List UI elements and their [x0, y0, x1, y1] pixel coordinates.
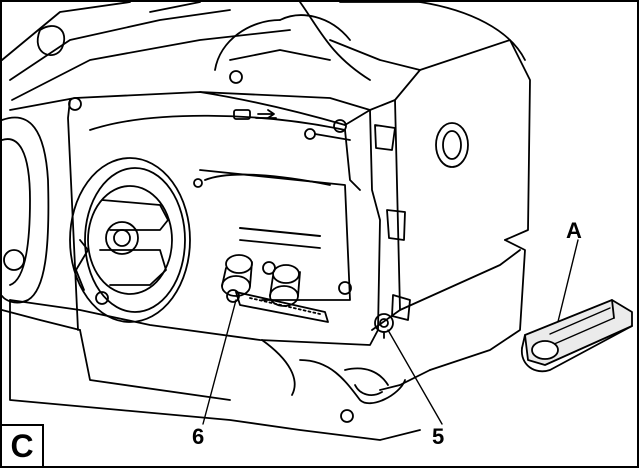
left-housing: [1, 116, 89, 331]
bar-knobs: [221, 227, 329, 323]
callout-screw-5: 5: [432, 424, 445, 449]
callout-tool: A: [566, 218, 582, 243]
cover-screws: [68, 70, 354, 423]
callout-screw-6: 6: [192, 424, 205, 449]
tool-a-drawing: [521, 299, 633, 373]
panel-label-box: C: [0, 424, 44, 468]
clutch-drum: [69, 157, 191, 323]
upper-housing: [1, 1, 526, 101]
chain-direction-mark: [233, 109, 277, 120]
right-housing: [369, 39, 531, 391]
panel-label: C: [10, 428, 34, 464]
screw-5-drawing: [374, 313, 394, 339]
screw-6-drawing: [226, 289, 240, 303]
base-plate: [9, 299, 421, 441]
